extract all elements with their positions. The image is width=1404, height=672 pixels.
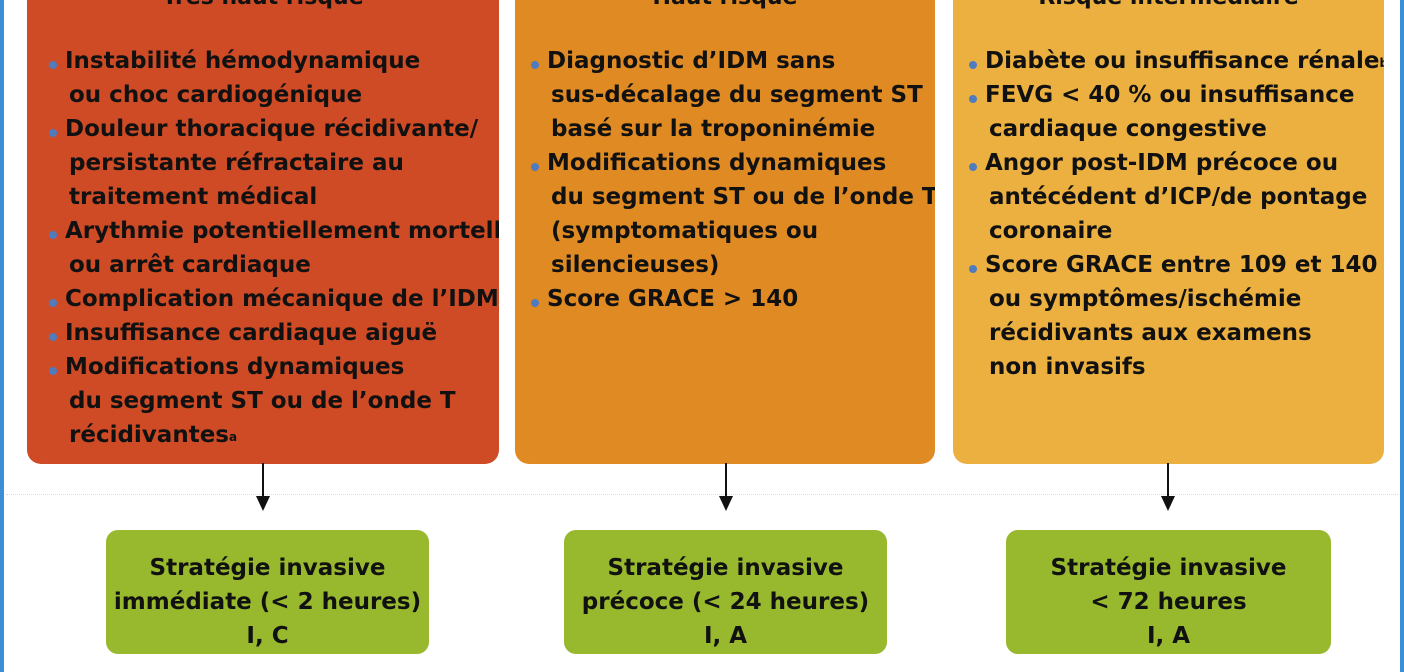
criterion-text: Score GRACE entre 109 et 140 bbox=[985, 252, 1378, 278]
criterion-item: Complication mécanique de l’IDM bbox=[47, 282, 499, 316]
footnote-marker: a bbox=[228, 430, 238, 444]
bullet-icon bbox=[49, 333, 57, 341]
high-risk-criteria-list: Diagnostic d’IDM sans sus-décalage du seg… bbox=[529, 44, 935, 316]
very-high-risk-criteria-list: Instabilité hémodynamique ou choc cardiog… bbox=[47, 44, 499, 452]
strategy-recommendation-class: I, C bbox=[246, 623, 289, 649]
strategy-timing: précoce (< 24 heures) bbox=[581, 589, 870, 615]
criterion-text: persistante réfractaire au bbox=[69, 150, 404, 176]
high-risk-title: Haut risque bbox=[529, 0, 935, 26]
criterion-item: Insuffisance cardiaque aiguë bbox=[47, 316, 499, 350]
criterion-text: récidivantesa bbox=[69, 422, 238, 448]
criterion-text: Douleur thoracique récidivante/ bbox=[65, 116, 479, 142]
very-high-risk-title: Très haut risque bbox=[47, 0, 499, 26]
criterion-text: ou choc cardiogénique bbox=[69, 82, 363, 108]
criterion-item: Score GRACE > 140 bbox=[529, 282, 935, 316]
strategy-recommendation-class: I, A bbox=[703, 623, 748, 649]
high-risk-box: Haut risque Diagnostic d’IDM sans sus-déc… bbox=[515, 0, 935, 464]
criterion-item: Diagnostic d’IDM sans sus-décalage du seg… bbox=[529, 44, 935, 146]
early-strategy-box: Stratégie invasive précoce (< 24 heures)… bbox=[564, 530, 887, 654]
bullet-icon bbox=[49, 299, 57, 307]
criterion-item: Angor post-IDM précoce ou antécédent d’IC… bbox=[967, 146, 1384, 248]
dotted-separator bbox=[6, 494, 1398, 495]
frame-left-border bbox=[0, 0, 4, 672]
criterion-item: Instabilité hémodynamique ou choc cardiog… bbox=[47, 44, 499, 112]
intermediate-risk-box: Risque intermédiaire Diabète ou insuffis… bbox=[953, 0, 1384, 464]
down-arrow-icon bbox=[719, 463, 733, 513]
criterion-text: FEVG < 40 % ou insuffisance bbox=[985, 82, 1355, 108]
strategy-line: Stratégie invasive bbox=[1050, 555, 1287, 581]
bullet-icon bbox=[49, 129, 57, 137]
criterion-text: Diagnostic d’IDM sans bbox=[547, 48, 836, 74]
bullet-icon bbox=[969, 61, 977, 69]
criterion-text: récidivants aux examens bbox=[989, 320, 1312, 346]
criterion-text: Instabilité hémodynamique bbox=[65, 48, 421, 74]
bullet-icon bbox=[49, 367, 57, 375]
criterion-item: Score GRACE entre 109 et 140 ou symptômes… bbox=[967, 248, 1384, 384]
criterion-text: Modifications dynamiques bbox=[547, 150, 887, 176]
criterion-item: FEVG < 40 % ou insuffisance cardiaque con… bbox=[967, 78, 1384, 146]
criterion-text: Diabète ou insuffisance rénaleb bbox=[985, 44, 1384, 78]
criterion-text: ou symptômes/ischémie bbox=[989, 286, 1302, 312]
criterion-text: coronaire bbox=[989, 218, 1113, 244]
criterion-text: cardiaque congestive bbox=[989, 116, 1267, 142]
criterion-text: Modifications dynamiques bbox=[65, 354, 405, 380]
bullet-icon bbox=[969, 95, 977, 103]
criterion-text: Complication mécanique de l’IDM bbox=[65, 286, 499, 312]
strategy-timing: immédiate (< 2 heures) bbox=[113, 589, 422, 615]
strategy-line: Stratégie invasive bbox=[149, 555, 386, 581]
criterion-text: ou arrêt cardiaque bbox=[69, 252, 311, 278]
bullet-icon bbox=[531, 299, 539, 307]
footnote-marker: b bbox=[1379, 56, 1384, 70]
criterion-item: Modifications dynamiques du segment ST ou… bbox=[529, 146, 935, 282]
bullet-icon bbox=[49, 231, 57, 239]
frame-right-border bbox=[1400, 0, 1404, 672]
criterion-text: Angor post-IDM précoce ou bbox=[985, 150, 1339, 176]
bullet-icon bbox=[969, 163, 977, 171]
criterion-text: non invasifs bbox=[989, 354, 1146, 380]
down-arrow-icon bbox=[1161, 463, 1175, 513]
down-arrow-icon bbox=[256, 463, 270, 513]
very-high-risk-box: Très haut risque Instabilité hémodynamiq… bbox=[27, 0, 499, 464]
bullet-icon bbox=[969, 265, 977, 273]
bullet-icon bbox=[49, 61, 57, 69]
criterion-item: Douleur thoracique récidivante/persistan… bbox=[47, 112, 499, 214]
criterion-text: traitement médical bbox=[69, 184, 318, 210]
criterion-text: Arythmie potentiellement mortelle bbox=[65, 218, 499, 244]
criterion-text: basé sur la troponinémie bbox=[551, 116, 876, 142]
bullet-icon bbox=[531, 61, 539, 69]
criterion-text: Score GRACE > 140 bbox=[547, 286, 799, 312]
criterion-text: du segment ST ou de l’onde T bbox=[69, 388, 456, 414]
criterion-text: sus-décalage du segment ST bbox=[551, 82, 923, 108]
intermediate-risk-title: Risque intermédiaire bbox=[967, 0, 1384, 26]
criterion-text: (symptomatiques ou bbox=[551, 218, 819, 244]
strategy-recommendation-class: I, A bbox=[1146, 623, 1191, 649]
strategy-line: Stratégie invasive bbox=[607, 555, 844, 581]
criterion-item: Arythmie potentiellement mortelle ou arrê… bbox=[47, 214, 499, 282]
bullet-icon bbox=[531, 163, 539, 171]
criterion-item: Modifications dynamiques du segment ST ou… bbox=[47, 350, 499, 452]
criterion-text: antécédent d’ICP/de pontage bbox=[989, 184, 1368, 210]
immediate-strategy-box: Stratégie invasive immédiate (< 2 heures… bbox=[106, 530, 429, 654]
criterion-item: Diabète ou insuffisance rénaleb bbox=[967, 44, 1384, 78]
criterion-text: Insuffisance cardiaque aiguë bbox=[65, 320, 438, 346]
criterion-text: du segment ST ou de l’onde T bbox=[551, 184, 935, 210]
criterion-text: silencieuses) bbox=[551, 252, 720, 278]
strategy-timing: < 72 heures bbox=[1090, 589, 1247, 615]
delayed-strategy-box: Stratégie invasive < 72 heures I, A bbox=[1006, 530, 1331, 654]
